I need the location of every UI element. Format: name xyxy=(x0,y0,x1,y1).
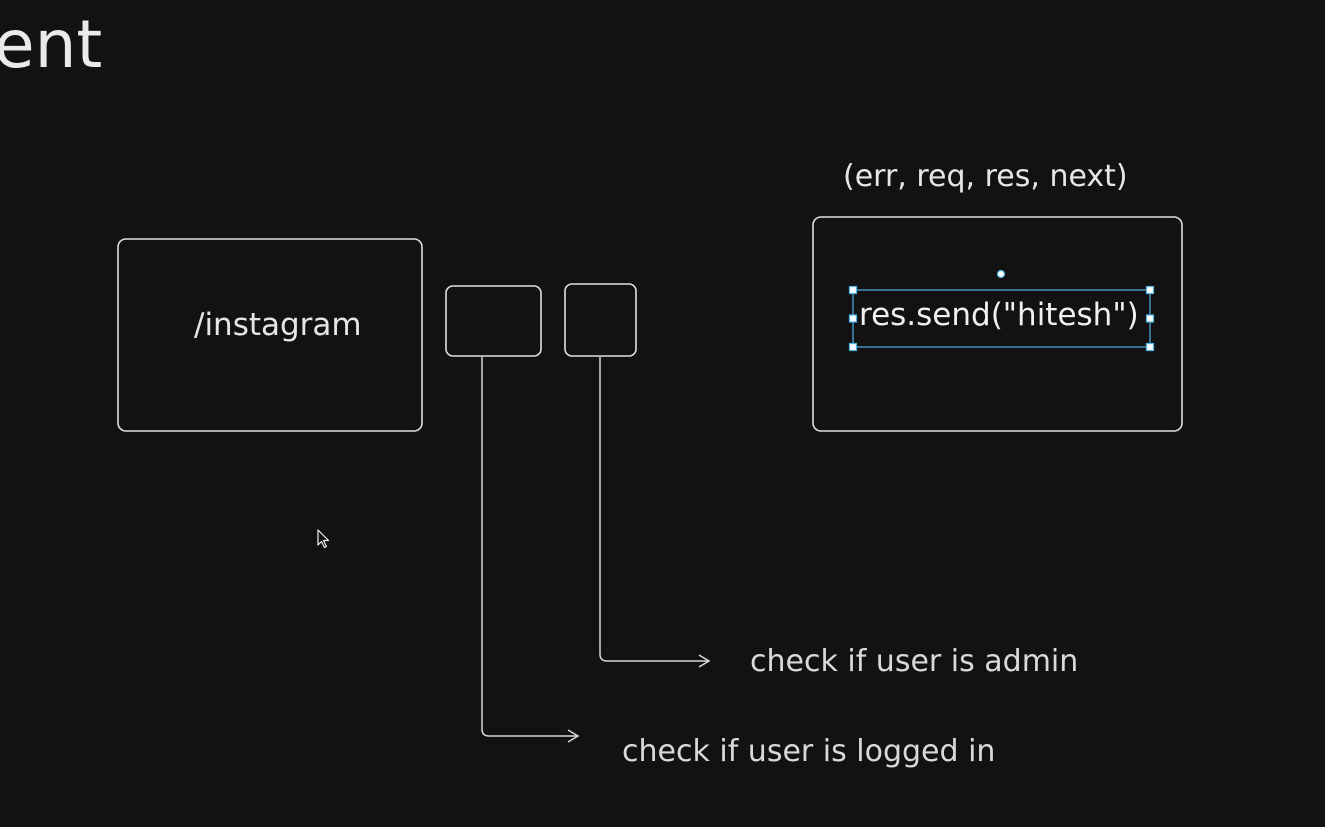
mouse-cursor-icon xyxy=(317,529,330,549)
login-check-annotation[interactable]: check if user is logged in xyxy=(622,734,996,769)
page-heading-fragment: ent xyxy=(0,6,103,83)
route-box[interactable] xyxy=(117,238,423,432)
resize-handle-w[interactable] xyxy=(848,314,858,323)
rotate-handle[interactable] xyxy=(996,269,1006,279)
text-selection-frame[interactable] xyxy=(848,269,1155,352)
resize-handle-ne[interactable] xyxy=(1145,285,1155,295)
handler-code-label[interactable]: res.send("hitesh") xyxy=(859,297,1139,333)
admin-check-annotation[interactable]: check if user is admin xyxy=(750,644,1079,679)
middleware-box-1[interactable] xyxy=(445,285,542,357)
resize-handle-nw[interactable] xyxy=(848,285,858,295)
arrowhead-admin xyxy=(698,654,711,668)
resize-handle-sw[interactable] xyxy=(848,342,858,352)
handler-signature-label[interactable]: (err, req, res, next) xyxy=(843,159,1128,194)
connector-logged-in[interactable] xyxy=(481,357,577,737)
middleware-box-2[interactable] xyxy=(564,283,637,357)
resize-handle-se[interactable] xyxy=(1145,342,1155,352)
handler-box[interactable] xyxy=(812,216,1183,432)
resize-handle-e[interactable] xyxy=(1145,314,1155,323)
route-label[interactable]: /instagram xyxy=(194,307,362,343)
connector-admin[interactable] xyxy=(599,357,708,662)
arrowhead-logged-in xyxy=(567,729,580,743)
